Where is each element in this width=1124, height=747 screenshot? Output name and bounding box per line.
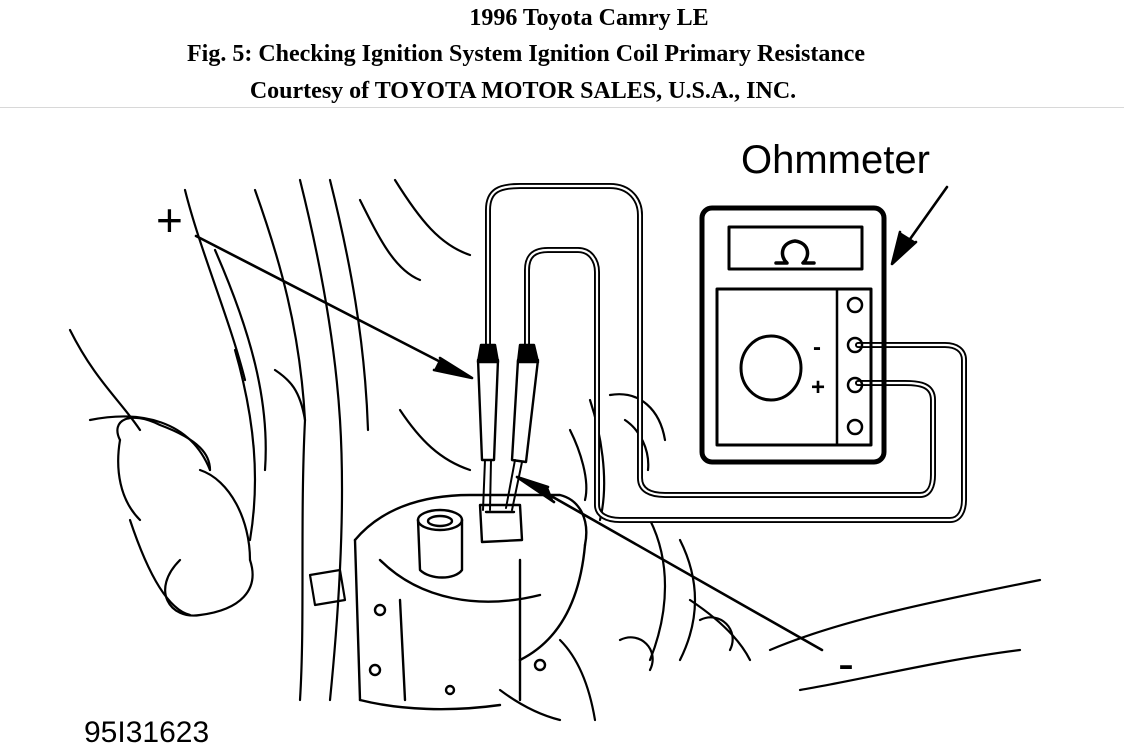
ohmmeter [699,205,887,465]
terminal-plus-label: + [811,374,825,401]
courtesy-line: Courtesy of TOYOTA MOTOR SALES, U.S.A., … [249,78,797,104]
callout-arrows [194,185,949,652]
vehicle-title: 1996 Toyota Camry LE [469,5,709,31]
minus-label: - [838,638,854,691]
figure-code: 95I31623 [84,716,209,747]
terminal-minus-label: - [813,334,821,361]
engine-hoses [68,178,1042,722]
figure-header: 1996 Toyota Camry LE Fig. 5: Checking Ig… [0,0,1124,108]
test-probes [476,343,540,511]
ohmmeter-label: Ohmmeter [741,138,930,182]
probe-leads [485,183,967,523]
ignition-coil [353,493,588,711]
plus-label: + [156,194,183,246]
figure-caption: Fig. 5: Checking Ignition System Ignitio… [187,41,865,67]
ignition-coil-diagram: Ohmmeter + - 95I31623 - + [68,138,1042,747]
